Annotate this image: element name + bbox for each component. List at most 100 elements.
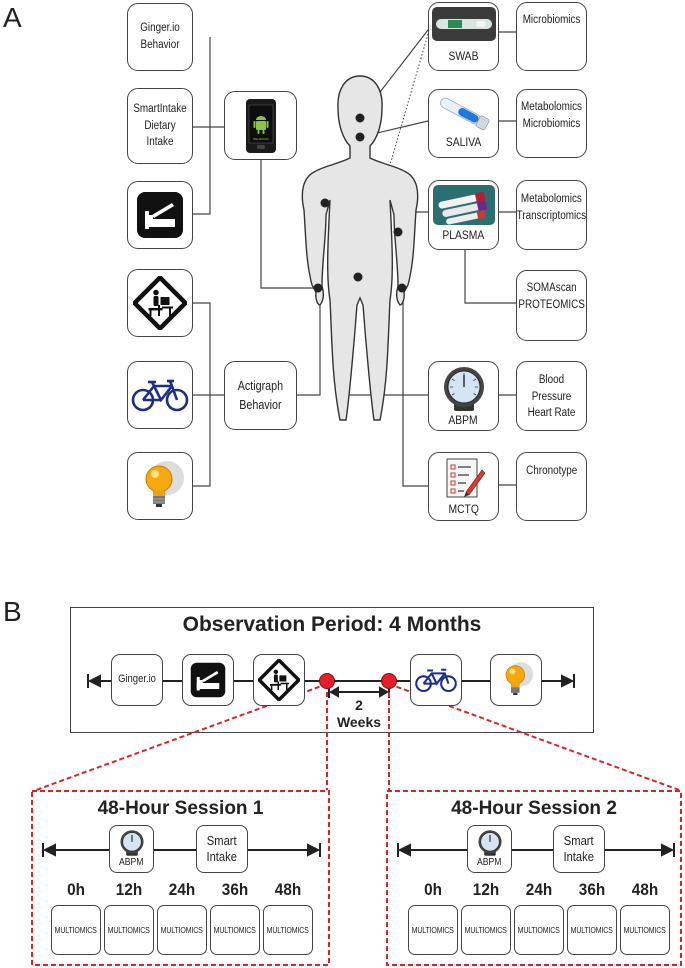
timeline-exercise-box	[410, 654, 462, 706]
human-body	[301, 75, 419, 421]
session-1-multiomics-12h: MULTIOMICS	[104, 905, 154, 955]
session-2-hour-0: 0h	[424, 880, 442, 899]
swab-box: SWAB	[428, 2, 499, 71]
session-2-hour-48: 48h	[631, 880, 659, 899]
microbiomics-label: Microbiomics	[522, 14, 581, 26]
session-2-hour-24: 24h	[525, 880, 553, 899]
session-1-hour-48: 48h	[274, 880, 302, 899]
ginger-io-label: Ginger.io Behavior	[140, 22, 180, 51]
session-1-multiomics-36h: MULTIOMICS	[210, 905, 260, 955]
session-2-gauge-icon	[477, 830, 502, 856]
phone-screen-text: BEHAVIOR	[253, 137, 269, 141]
abpm-assay-box: Blood Pressure Heart Rate	[516, 361, 587, 431]
session-1-multiomics-48h: MULTIOMICS	[263, 905, 313, 955]
mctq-label: MCTQ	[448, 502, 479, 516]
timeline-bicycle-icon	[415, 668, 457, 693]
microbiomics-box: Microbiomics	[516, 2, 587, 71]
session-2-title: 48-Hour Session 2	[451, 798, 617, 819]
saliva-label: SALIVA	[445, 135, 482, 149]
bed-icon	[137, 192, 183, 238]
smartintake-label: SmartIntake Dietary Intake	[133, 102, 187, 149]
plasma-label: PLASMA	[442, 228, 485, 242]
abpm-assay-label: Blood Pressure Heart Rate	[527, 374, 576, 420]
exercise-box	[127, 361, 193, 429]
light-bulb-icon	[145, 461, 184, 507]
saliva-tube-icon	[439, 97, 489, 131]
timeline-light-box	[490, 654, 542, 706]
abpm-label: ABPM	[448, 413, 479, 427]
timeline-light-bulb-icon	[505, 662, 534, 695]
timeline-ginger-label: Ginger.io	[118, 673, 156, 686]
session-1-multiomics-label: MULTIOMICS	[160, 925, 204, 935]
session-1-abpm-label: ABPM	[119, 857, 144, 868]
session-1-multiomics-label: MULTIOMICS	[213, 925, 257, 935]
session-2-hour-12: 12h	[472, 880, 500, 899]
session-1-gauge-icon	[119, 830, 144, 856]
session-2-multiomics-48h: MULTIOMICS	[620, 905, 670, 955]
plasma-assay-label: Metabolomics Transcriptomics	[516, 193, 587, 222]
desk-work-box	[127, 269, 193, 337]
swab-label: SWAB	[448, 49, 479, 63]
session-1-multiomics-label: MULTIOMICS	[107, 925, 151, 935]
blood-pressure-gauge-icon	[443, 367, 484, 411]
session-1-smartintake-box: Smart Intake	[196, 825, 248, 873]
sleep-box	[127, 181, 193, 249]
session-2-multiomics-label: MULTIOMICS	[570, 925, 614, 935]
session-1-abpm-box: ABPM	[109, 825, 154, 873]
panel-b-label: B	[3, 596, 22, 627]
session-1-multiomics-label: MULTIOMICS	[266, 925, 310, 935]
timeline-sleep-box	[182, 654, 234, 706]
panel-a-label: A	[3, 2, 22, 33]
somascan-box: SOMAscan PROTEOMICS	[516, 270, 587, 341]
plasma-box: PLASMA	[428, 180, 499, 250]
actigraph-box: Actigraph Behavior	[224, 361, 297, 430]
session-1-title: 48-Hour Session 1	[97, 798, 264, 819]
timeline-desk-icon	[258, 659, 300, 701]
session-2-smartintake-box: Smart Intake	[553, 825, 605, 873]
session-2-smartintake-label: Smart Intake	[563, 832, 595, 864]
smartintake-box: SmartIntake Dietary Intake	[127, 88, 193, 164]
questionnaire-icon	[446, 458, 485, 498]
session-2-hour-36: 36h	[578, 880, 606, 899]
session-1-multiomics-0h: MULTIOMICS	[51, 905, 101, 955]
session-1-hour-12: 12h	[115, 880, 143, 899]
saliva-assay-box: Metabolomics Microbiomics	[516, 89, 587, 158]
session-2-abpm-box: ABPM	[467, 825, 512, 873]
session-2-multiomics-12h: MULTIOMICS	[461, 905, 511, 955]
timeline-ginger-box: Ginger.io	[111, 654, 163, 706]
chronotype-label: Chronotype	[525, 465, 578, 477]
timeline-bed-icon	[190, 662, 226, 698]
mctq-box: MCTQ	[428, 452, 499, 521]
somascan-label: SOMAscan PROTEOMICS	[518, 282, 585, 311]
session-2-multiomics-36h: MULTIOMICS	[567, 905, 617, 955]
smartphone-icon: BEHAVIOR	[245, 98, 276, 153]
plasma-assay-box: Metabolomics Transcriptomics	[516, 180, 587, 250]
ginger-io-box: Ginger.io Behavior	[127, 3, 193, 71]
session-2-abpm-label: ABPM	[477, 857, 502, 868]
session-2-multiomics-label: MULTIOMICS	[464, 925, 508, 935]
two-weeks-label: 2 Weeks	[336, 697, 382, 730]
plasma-tubes-icon	[432, 185, 495, 225]
observation-period-title: Observation Period: 4 Months	[182, 613, 482, 636]
bicycle-icon	[131, 379, 189, 412]
session-2-multiomics-0h: MULTIOMICS	[408, 905, 458, 955]
abpm-box: ABPM	[428, 361, 499, 431]
session-1-hour-36: 36h	[221, 880, 249, 899]
session-1-multiomics-label: MULTIOMICS	[54, 925, 98, 935]
saliva-assay-label: Metabolomics Microbiomics	[520, 101, 583, 130]
phone-box: BEHAVIOR	[224, 91, 297, 160]
desk-work-icon	[133, 276, 187, 330]
session-2-multiomics-label: MULTIOMICS	[411, 925, 455, 935]
session-1-multiomics-24h: MULTIOMICS	[157, 905, 207, 955]
session-1-hour-0: 0h	[67, 880, 85, 899]
actigraph-label: Actigraph Behavior	[237, 379, 284, 412]
session-2-multiomics-label: MULTIOMICS	[517, 925, 561, 935]
timeline-desk-box	[253, 654, 305, 706]
light-exposure-box	[127, 452, 193, 520]
chronotype-box: Chronotype	[516, 452, 587, 521]
session-1-smartintake-label: Smart Intake	[206, 832, 238, 864]
session-2-multiomics-24h: MULTIOMICS	[514, 905, 564, 955]
swab-icon	[431, 7, 496, 41]
saliva-box: SALIVA	[428, 89, 499, 158]
